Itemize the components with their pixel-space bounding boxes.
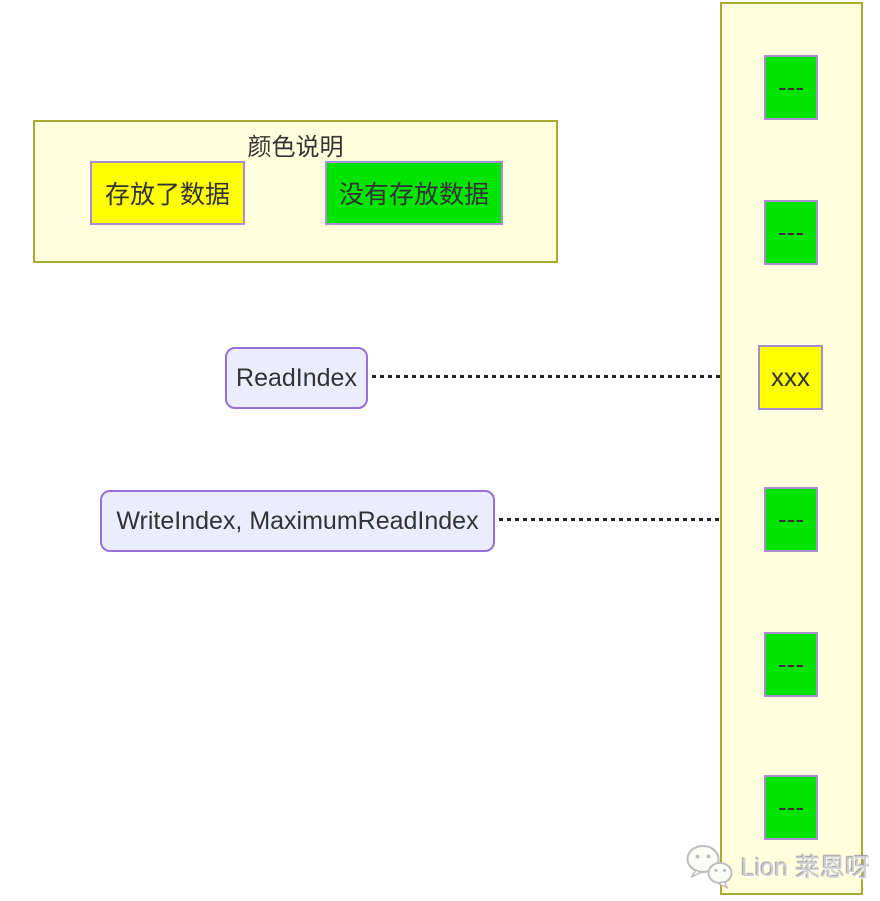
buffer-cell-5: --- <box>764 775 818 840</box>
buffer-cell-4: --- <box>764 632 818 697</box>
buffer-cell-0: --- <box>764 55 818 120</box>
read-index-node: ReadIndex <box>225 347 368 409</box>
legend-title: 颜色说明 <box>247 134 344 161</box>
ring-buffer-column: --- --- xxx --- --- --- <box>720 2 863 895</box>
read-index-arrow-line <box>372 375 741 378</box>
buffer-cell-3-write-target: --- <box>764 487 818 552</box>
watermark-text: Lion 莱恩呀 <box>741 854 871 882</box>
legend-item-empty: 没有存放数据 <box>325 161 503 225</box>
wechat-icon <box>686 845 733 889</box>
write-index-node: WriteIndex, MaximumReadIndex <box>100 490 495 552</box>
write-index-arrow-line <box>499 518 747 521</box>
watermark: Lion 莱恩呀 <box>684 843 870 889</box>
buffer-cell-1: --- <box>764 200 818 265</box>
legend-item-filled: 存放了数据 <box>90 161 245 225</box>
legend-box: 颜色说明 存放了数据 没有存放数据 <box>33 120 558 263</box>
buffer-cell-2-read-target: xxx <box>758 345 823 410</box>
